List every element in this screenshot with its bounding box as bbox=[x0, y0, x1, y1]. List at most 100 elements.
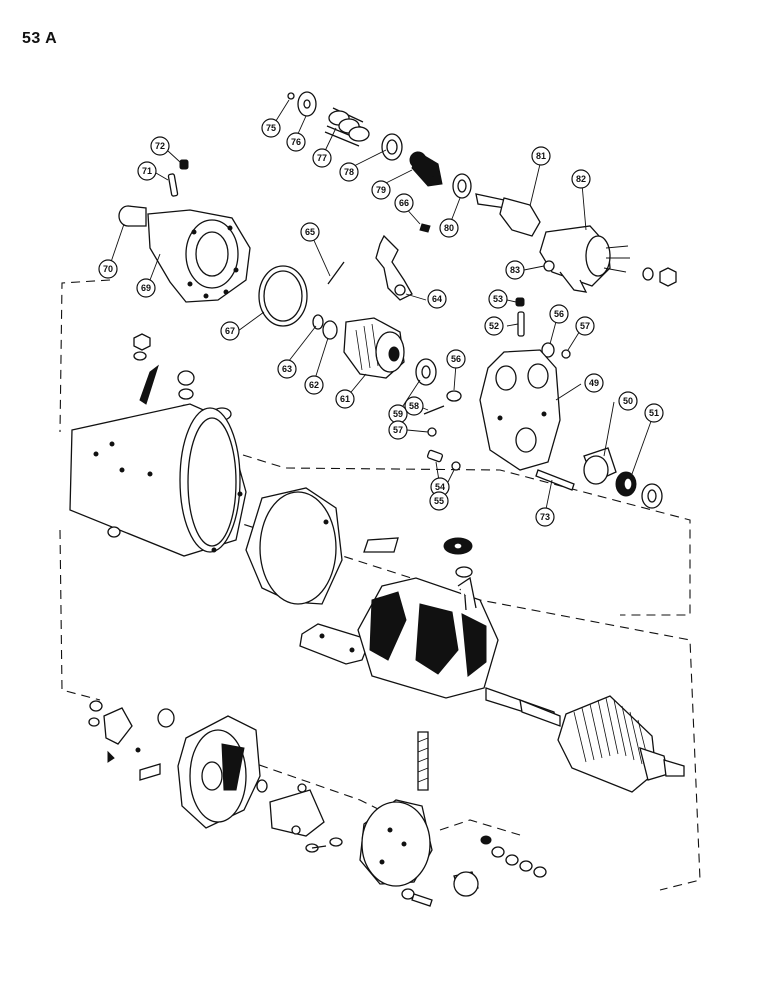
end-bushing bbox=[453, 871, 479, 897]
part-57b-ring bbox=[561, 349, 571, 359]
svg-text:65: 65 bbox=[305, 227, 315, 237]
callout-57: 57 bbox=[388, 420, 408, 440]
svg-text:49: 49 bbox=[589, 378, 599, 388]
svg-text:57: 57 bbox=[393, 425, 403, 435]
terminal-stud bbox=[443, 537, 473, 578]
callout-49: 49 bbox=[584, 373, 604, 393]
part-81-plunger bbox=[475, 193, 541, 237]
svg-text:58: 58 bbox=[409, 401, 419, 411]
pole-shoe bbox=[299, 623, 371, 665]
part-56-plug bbox=[446, 390, 462, 402]
callout-61: 61 bbox=[335, 389, 355, 409]
insulator-plate bbox=[363, 537, 399, 553]
svg-text:75: 75 bbox=[266, 123, 276, 133]
callout-71: 71 bbox=[137, 161, 157, 181]
svg-text:71: 71 bbox=[142, 166, 152, 176]
end-washer bbox=[641, 483, 663, 509]
callout-65: 65 bbox=[300, 222, 320, 242]
callout-52: 52 bbox=[484, 316, 504, 336]
callout-75: 75 bbox=[261, 118, 281, 138]
svg-text:80: 80 bbox=[444, 223, 454, 233]
part-73-bolt bbox=[535, 469, 575, 491]
part-55-washer bbox=[451, 461, 461, 471]
callout-56: 56 bbox=[446, 349, 466, 369]
part-67-gasket bbox=[258, 265, 308, 327]
svg-text:57: 57 bbox=[580, 321, 590, 331]
callout-53: 53 bbox=[488, 289, 508, 309]
part-65-pin bbox=[327, 261, 345, 285]
callout-81: 81 bbox=[531, 146, 551, 166]
part-83-nut bbox=[543, 260, 555, 272]
callout-82: 82 bbox=[571, 169, 591, 189]
insulator-band bbox=[245, 487, 343, 605]
end-plate-bolt bbox=[401, 888, 433, 907]
part-62-retainer bbox=[322, 320, 338, 340]
armature bbox=[485, 687, 685, 793]
part-49-lever-housing bbox=[479, 349, 561, 471]
part-72-plug bbox=[179, 159, 189, 170]
part-52-pin bbox=[517, 311, 525, 337]
callout-51: 51 bbox=[644, 403, 664, 423]
part-69-drive-housing bbox=[147, 209, 251, 303]
callout-57b: 57 bbox=[575, 316, 595, 336]
part-78-washer bbox=[381, 133, 403, 161]
svg-text:83: 83 bbox=[510, 265, 520, 275]
callout-77: 77 bbox=[312, 148, 332, 168]
end-frame-washer bbox=[256, 779, 268, 793]
brush-holder-parts bbox=[88, 700, 175, 781]
part-75-snap-ring bbox=[287, 92, 295, 100]
part-63-snap-ring bbox=[312, 314, 324, 330]
callout-66: 66 bbox=[394, 193, 414, 213]
svg-text:78: 78 bbox=[344, 167, 354, 177]
callout-56b: 56 bbox=[549, 304, 569, 324]
svg-text:55: 55 bbox=[434, 496, 444, 506]
svg-text:69: 69 bbox=[141, 283, 151, 293]
part-56b-seal bbox=[541, 342, 555, 358]
callout-80: 80 bbox=[439, 218, 459, 238]
svg-text:67: 67 bbox=[225, 326, 235, 336]
svg-text:70: 70 bbox=[103, 264, 113, 274]
part-82-solenoid bbox=[539, 225, 677, 293]
callout-76: 76 bbox=[286, 132, 306, 152]
svg-text:54: 54 bbox=[435, 482, 445, 492]
end-washers bbox=[480, 835, 547, 878]
svg-text:61: 61 bbox=[340, 394, 350, 404]
callout-67: 67 bbox=[220, 321, 240, 341]
svg-text:72: 72 bbox=[155, 141, 165, 151]
part-66-clip bbox=[419, 223, 431, 233]
callout-50: 50 bbox=[618, 391, 638, 411]
through-bolt bbox=[417, 731, 429, 791]
part-80-washer bbox=[452, 173, 472, 199]
svg-text:53: 53 bbox=[493, 294, 503, 304]
callout-69: 69 bbox=[136, 278, 156, 298]
part-54-bolt bbox=[426, 449, 444, 463]
svg-text:56: 56 bbox=[451, 354, 461, 364]
callout-83: 83 bbox=[505, 260, 525, 280]
part-61-drive-assembly bbox=[343, 317, 405, 379]
callout-59: 59 bbox=[388, 404, 408, 424]
callout-78: 78 bbox=[339, 162, 359, 182]
part-64-shift-lever bbox=[375, 234, 413, 301]
part-51-bushing bbox=[615, 471, 637, 497]
svg-text:62: 62 bbox=[309, 380, 319, 390]
part-70-bushing bbox=[118, 205, 147, 227]
callout-63: 63 bbox=[277, 359, 297, 379]
svg-text:56: 56 bbox=[554, 309, 564, 319]
part-50-bushing bbox=[583, 447, 617, 485]
svg-text:64: 64 bbox=[432, 294, 442, 304]
callout-64: 64 bbox=[427, 289, 447, 309]
svg-text:82: 82 bbox=[576, 174, 586, 184]
callout-58: 58 bbox=[404, 396, 424, 416]
callout-73: 73 bbox=[535, 507, 555, 527]
svg-text:79: 79 bbox=[376, 185, 386, 195]
part-77-spring bbox=[324, 107, 370, 147]
callout-62: 62 bbox=[304, 375, 324, 395]
page-code: 53 A bbox=[22, 30, 58, 47]
svg-text:63: 63 bbox=[282, 364, 292, 374]
callout-bubbles: 75 76 77 78 79 80 81 82 83 72 71 70 69 6… bbox=[98, 118, 664, 527]
svg-text:73: 73 bbox=[540, 512, 550, 522]
callout-leaders bbox=[110, 99, 655, 515]
part-79-pinion-gear bbox=[409, 151, 443, 187]
part-53-plug bbox=[515, 297, 525, 307]
